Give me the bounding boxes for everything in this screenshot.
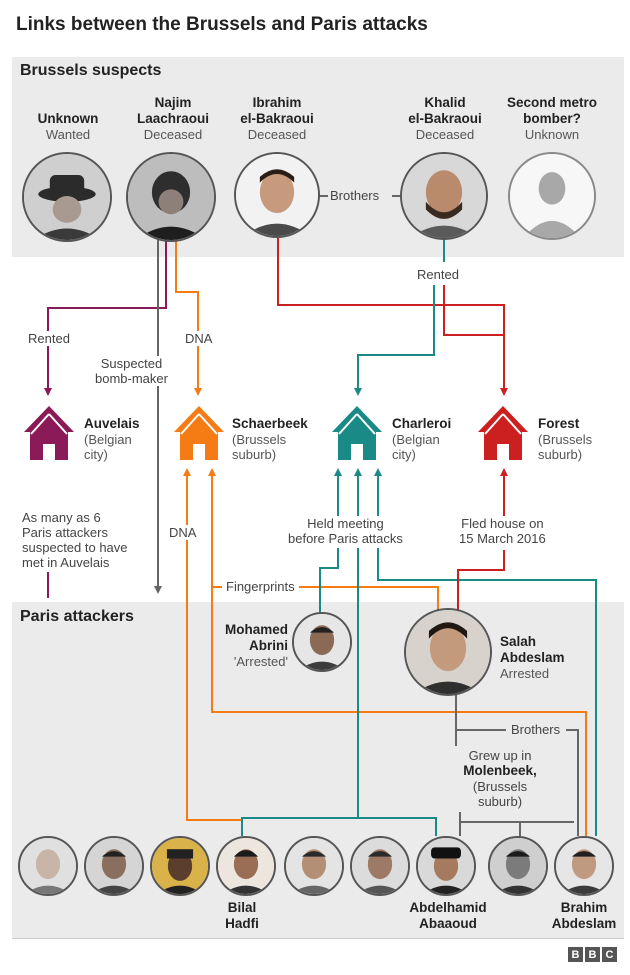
fingerprints-label: Fingerprints	[222, 579, 299, 594]
attacker-photo	[350, 836, 410, 896]
brahim-name: Brahim Abdeslam	[544, 900, 624, 932]
brothers-bottom-label: Brothers	[508, 722, 563, 737]
molenbeek-label: Grew up in Molenbeek, (Brussels suburb)	[452, 748, 548, 809]
forest-link	[278, 238, 504, 392]
fled-house-label: Fled house on 15 March 2016	[456, 516, 549, 546]
brothers-top-label: Brothers	[330, 188, 379, 203]
suspect-name: Najim Laachraoui	[118, 95, 228, 127]
dna-top-label: DNA	[182, 331, 215, 346]
place-name: Forest	[538, 416, 592, 432]
suspect-photo-silhouette	[508, 152, 596, 240]
place-desc: (Brussels suburb)	[538, 432, 592, 462]
suspect-photo-ibrahim	[234, 152, 320, 238]
house-icon-schaerbeek	[172, 404, 226, 462]
attacker-photo	[284, 836, 344, 896]
place-desc: (Belgian city)	[84, 432, 140, 462]
grew-up-text: Grew up in	[452, 748, 548, 763]
suspect-name: Khalid el-Bakraoui	[390, 95, 500, 127]
abrini-photo	[292, 612, 352, 672]
suspect-status: Wanted	[18, 127, 118, 143]
place-name: Auvelais	[84, 416, 140, 432]
held-meeting-label: Held meeting before Paris attacks	[284, 516, 407, 546]
abaaoud-name: Abdelhamid Abaaoud	[400, 900, 496, 932]
suspect-name: Ibrahim el-Bakraoui	[222, 95, 332, 127]
suspect-status: Deceased	[118, 127, 228, 143]
footer-divider	[12, 938, 624, 939]
bombmaker-label: Suspected bomb-maker	[92, 356, 171, 386]
suspect-photo-khalid	[400, 152, 488, 240]
house-icon-charleroi	[330, 404, 384, 462]
attacker-photo	[150, 836, 210, 896]
place-charleroi: Charleroi (Belgian city)	[392, 416, 451, 462]
dna-bottom-label: DNA	[166, 525, 199, 540]
abrini-label: Mohamed Abrini 'Arrested'	[206, 622, 288, 670]
auvelais-note: As many as 6 Paris attackers suspected t…	[22, 510, 128, 570]
attacker-photo	[84, 836, 144, 896]
bbc-logo-letter: B	[568, 947, 583, 962]
rented-charleroi-link	[358, 285, 434, 392]
suspect-name: Second metro bomber?	[490, 95, 614, 127]
attacker-photo-hadfi	[216, 836, 276, 896]
suspect-status: Unknown	[490, 127, 614, 143]
bbc-logo-letter: B	[585, 947, 600, 962]
attacker-photo	[488, 836, 548, 896]
rented-left-label: Rented	[25, 331, 73, 346]
salah-name: Salah Abdeslam	[500, 634, 565, 666]
house-icon-auvelais	[22, 404, 76, 462]
attacker-photo-abaaoud	[416, 836, 476, 896]
molenbeek-name: Molenbeek,	[452, 763, 548, 779]
suspect-laachraoui: Najim Laachraoui Deceased	[118, 95, 228, 143]
salah-label: Salah Abdeslam Arrested	[500, 634, 565, 682]
hadfi-name: Bilal Hadfi	[206, 900, 278, 932]
salah-photo	[404, 608, 492, 696]
attacker-photo-brahim	[554, 836, 614, 896]
place-forest: Forest (Brussels suburb)	[538, 416, 592, 462]
molenbeek-desc: (Brussels suburb)	[452, 779, 548, 809]
place-schaerbeek: Schaerbeek (Brussels suburb)	[232, 416, 308, 462]
place-desc: (Brussels suburb)	[232, 432, 308, 462]
place-auvelais: Auvelais (Belgian city)	[84, 416, 140, 462]
suspect-unknown: Unknown Wanted	[18, 111, 118, 143]
place-name: Charleroi	[392, 416, 451, 432]
salah-status: Arrested	[500, 666, 565, 682]
dna-schaerbeek-link	[176, 238, 198, 392]
suspect-photo-laachraoui	[126, 152, 216, 242]
bbc-logo: B B C	[568, 947, 617, 962]
place-desc: (Belgian city)	[392, 432, 451, 462]
place-name: Schaerbeek	[232, 416, 308, 432]
rented-top-label: Rented	[414, 267, 462, 282]
suspect-status: Deceased	[390, 127, 500, 143]
suspect-status: Deceased	[222, 127, 332, 143]
suspect-khalid: Khalid el-Bakraoui Deceased	[390, 95, 500, 143]
suspect-photo-unknown	[22, 152, 112, 242]
house-icon-forest	[476, 404, 530, 462]
bbc-logo-letter: C	[602, 947, 617, 962]
abrini-name: Mohamed Abrini	[206, 622, 288, 654]
suspect-ibrahim: Ibrahim el-Bakraoui Deceased	[222, 95, 332, 143]
suspect-name: Unknown	[18, 111, 118, 127]
attacker-photo	[18, 836, 78, 896]
suspect-second-bomber: Second metro bomber? Unknown	[490, 95, 614, 143]
abrini-status: 'Arrested'	[206, 654, 288, 670]
